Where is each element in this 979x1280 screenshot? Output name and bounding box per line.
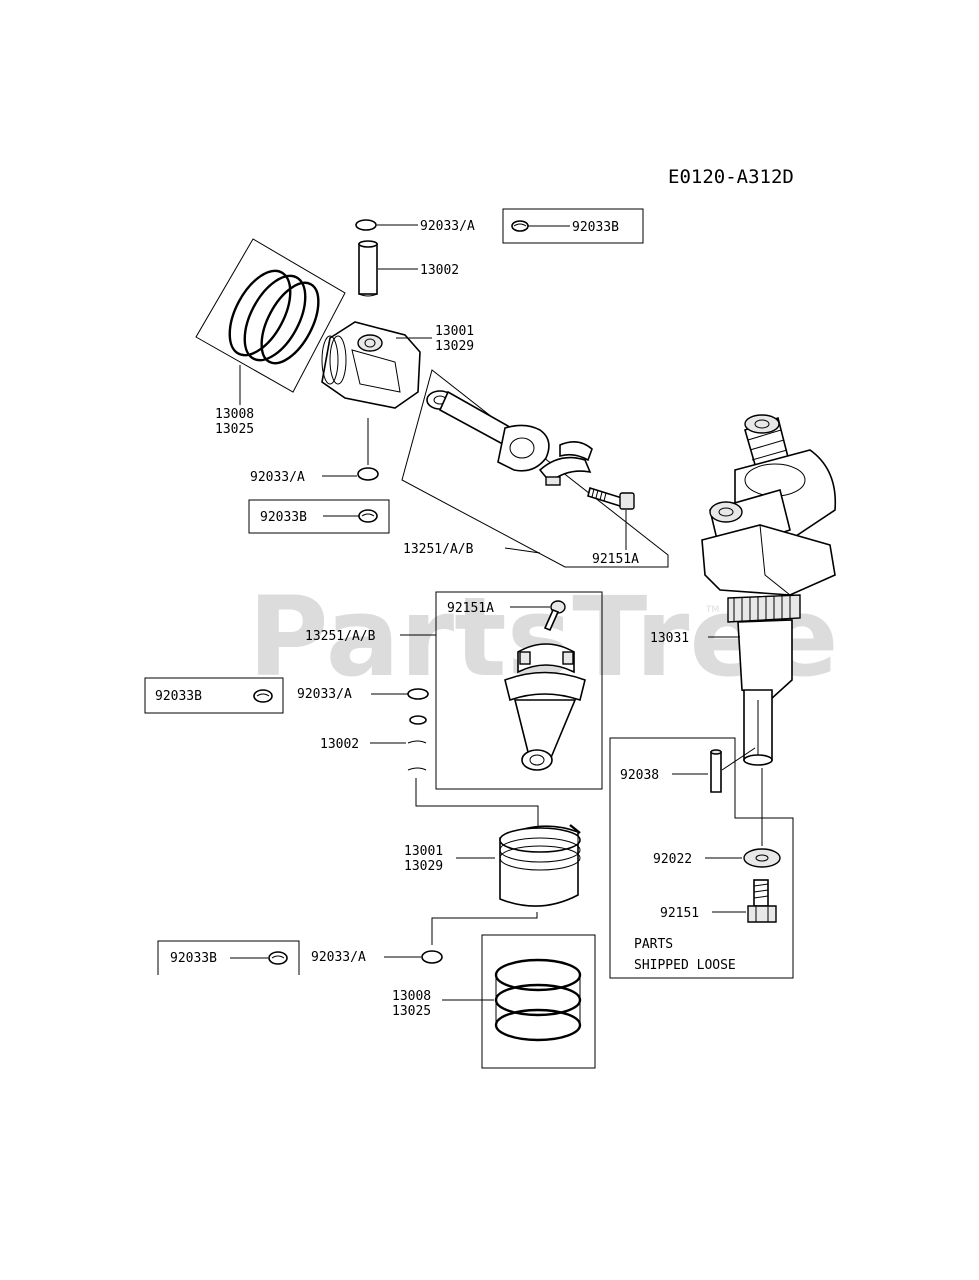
part-label-13251-mid[interactable]: 13251/A/B bbox=[305, 629, 376, 644]
part-label-92151a-mid[interactable]: 92151A bbox=[447, 601, 494, 616]
circlip-top-icon[interactable] bbox=[355, 219, 377, 231]
circlip-b-bottom-icon[interactable] bbox=[268, 951, 288, 965]
ring-set-box-top bbox=[195, 238, 346, 393]
part-label-13008-bottom[interactable]: 13008 bbox=[392, 989, 431, 1004]
conrod-box-mid bbox=[435, 591, 603, 790]
part-box-92033b-top bbox=[502, 208, 644, 244]
part-label-92151a-top[interactable]: 92151A bbox=[592, 552, 639, 567]
circlip-mid-icon[interactable] bbox=[407, 688, 429, 725]
diagram-code: E0120-A312D bbox=[668, 166, 794, 188]
crankshaft-icon[interactable] bbox=[701, 414, 837, 766]
loose-parts-box bbox=[609, 737, 794, 979]
piston-top-icon[interactable] bbox=[321, 321, 421, 409]
circlip-b-top-icon[interactable] bbox=[511, 220, 529, 232]
circlip-b-mid-icon[interactable] bbox=[358, 509, 378, 523]
piston-rings-bottom-icon[interactable] bbox=[494, 958, 582, 1042]
part-label-13029-top[interactable]: 13029 bbox=[435, 339, 474, 354]
part-box-92033b-bottom bbox=[157, 940, 300, 975]
part-label-13029-mid[interactable]: 13029 bbox=[404, 859, 443, 874]
piston-rings-top-icon[interactable] bbox=[217, 261, 330, 372]
part-label-92033b-top[interactable]: 92033B bbox=[572, 220, 619, 235]
part-label-92033b-mid[interactable]: 92033B bbox=[260, 510, 307, 525]
key-icon[interactable] bbox=[710, 749, 722, 793]
circlip-bottom-icon[interactable] bbox=[421, 950, 443, 964]
loose-parts-label-line1: PARTS bbox=[634, 937, 673, 952]
conrod-box-top bbox=[401, 369, 669, 568]
crank-bolt-icon[interactable] bbox=[747, 879, 777, 923]
part-label-13251-top[interactable]: 13251/A/B bbox=[403, 542, 474, 557]
part-label-13025-top[interactable]: 13025 bbox=[215, 422, 254, 437]
piston-pin-top-icon[interactable] bbox=[358, 240, 378, 297]
conrod-bolt-mid-icon[interactable] bbox=[543, 600, 566, 632]
part-label-13001-top[interactable]: 13001 bbox=[435, 324, 474, 339]
part-label-92038[interactable]: 92038 bbox=[620, 768, 659, 783]
washer-icon[interactable] bbox=[743, 848, 781, 868]
connecting-rod-mid-icon[interactable] bbox=[504, 643, 586, 771]
conrod-bolt-top-icon[interactable] bbox=[587, 486, 635, 510]
circlip-top-lower-icon[interactable] bbox=[357, 467, 379, 481]
ring-set-box-bottom bbox=[481, 934, 596, 1069]
part-box-92033b-mid bbox=[248, 499, 390, 534]
circlip-b-left-icon[interactable] bbox=[253, 689, 273, 703]
part-label-13001-mid[interactable]: 13001 bbox=[404, 844, 443, 859]
part-label-13031[interactable]: 13031 bbox=[650, 631, 689, 646]
part-label-13002-top[interactable]: 13002 bbox=[420, 263, 459, 278]
part-label-13008-top[interactable]: 13008 bbox=[215, 407, 254, 422]
part-label-13002-mid[interactable]: 13002 bbox=[320, 737, 359, 752]
part-label-92033a-top[interactable]: 92033/A bbox=[420, 219, 475, 234]
part-label-13025-bottom[interactable]: 13025 bbox=[392, 1004, 431, 1019]
part-label-92033a-mid[interactable]: 92033/A bbox=[250, 470, 305, 485]
part-label-92033a-left[interactable]: 92033/A bbox=[297, 687, 352, 702]
part-label-92033a-bottom[interactable]: 92033/A bbox=[311, 950, 366, 965]
part-box-92033b-left bbox=[144, 677, 284, 714]
loose-parts-label-line2: SHIPPED LOOSE bbox=[634, 958, 736, 973]
piston-mid-icon[interactable] bbox=[499, 824, 581, 907]
watermark-trademark: TM bbox=[705, 605, 719, 615]
connecting-rod-top-icon[interactable] bbox=[426, 390, 593, 486]
piston-pin-mid-icon[interactable] bbox=[407, 740, 427, 771]
part-label-92033b-bottom[interactable]: 92033B bbox=[170, 951, 217, 966]
part-label-92033b-left[interactable]: 92033B bbox=[155, 689, 202, 704]
part-label-92022[interactable]: 92022 bbox=[653, 852, 692, 867]
part-label-92151[interactable]: 92151 bbox=[660, 906, 699, 921]
